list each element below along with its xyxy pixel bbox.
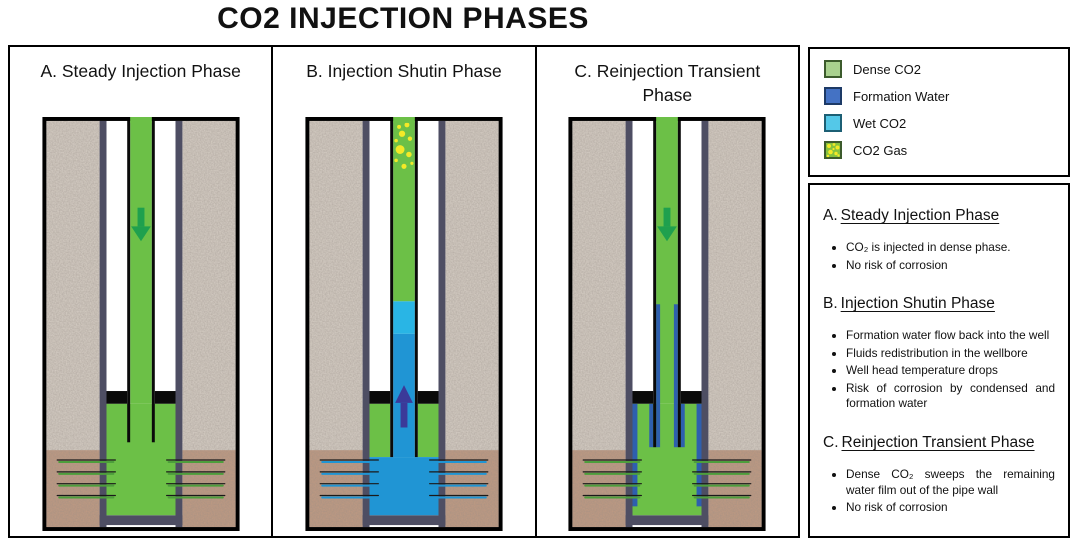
well-diagram-reinjection-transient [568,117,766,531]
wet-co2-swatch-icon [824,114,842,132]
casing [625,120,709,528]
bullet-item: Risk of corrosion by condensed and forma… [846,381,1055,412]
legend-label: CO2 Gas [853,142,908,158]
bullet-item: CO₂ is injected in dense phase. [846,240,1055,256]
bullet-item: Formation water flow back into the well [846,328,1055,344]
down-arrow-icon [657,207,678,242]
formation-water-swatch-icon [824,87,842,105]
bullet-list: CO₂ is injected in dense phase. No risk o… [823,240,1055,273]
well-diagram-steady-injection [42,117,240,531]
legend-item-dense-co2: Dense CO2 [824,60,1058,78]
phases-panel-group: A. Steady Injection Phase [8,45,800,538]
wet-co2-band [393,301,415,334]
bullet-list: Formation water flow back into the wellF… [823,328,1055,412]
dense-co2-below-packer [632,403,702,516]
formation-water-column [369,457,439,516]
bullet-item: Dense CO₂ sweeps the remaining water fil… [846,467,1055,498]
tubing [390,117,418,458]
casing [362,120,446,528]
legend-item-formation-water: Formation Water [824,87,1058,105]
perforations [319,459,489,499]
description-steady-injection: A.Steady Injection Phase CO₂ is injected… [823,207,1055,273]
legend-item-wet-co2: Wet CO2 [824,114,1058,132]
section-title: Injection Shutin Phase [840,295,995,313]
co2-gas-swatch-icon [824,141,842,159]
section-heading: C.Reinjection Transient Phase [823,434,1055,452]
section-title: Steady Injection Phase [840,207,1000,224]
bullet-item: No risk of corrosion [846,258,1055,274]
section-title: Reinjection Transient Phase [841,433,1035,451]
section-letter: B. [823,295,838,313]
panel-injection-shutin: B. Injection Shutin Phase [273,47,537,536]
well-diagram-injection-shutin [305,117,503,531]
packer [106,391,176,404]
annulus-fluids-below-packer [369,403,439,516]
rock-formation [572,120,762,528]
gas-bubbles [394,122,414,169]
panel-c-title: C. Reinjection Transient Phase [574,61,761,105]
dense-co2-below-packer [106,403,176,516]
perforations [56,459,226,499]
page-title: CO2 INJECTION PHASES [217,2,589,35]
down-arrow-icon [130,207,151,242]
section-letter: A. [823,207,838,224]
legend-item-co2-gas: CO2 Gas [824,141,1058,159]
tubing-walls [653,117,682,448]
legend: Dense CO2 Formation Water Wet CO2 CO2 Ga… [808,47,1070,177]
packer [632,391,702,404]
legend-label: Formation Water [853,88,950,104]
bullet-item: Fluids redistribution in the wellbore [846,346,1055,362]
panel-reinjection-transient: C. Reinjection Transient Phase [537,47,798,536]
legend-label: Wet CO2 [853,115,907,131]
rock-formation [309,120,499,528]
bullet-list: Dense CO₂ sweeps the remaining water fil… [823,467,1055,516]
legend-label: Dense CO2 [853,61,921,77]
perforations [582,459,752,499]
bullet-item: Well head temperature drops [846,363,1055,379]
section-heading: B.Injection Shutin Phase [823,295,1055,313]
dense-co2-swatch-icon [824,60,842,78]
section-letter: C. [823,433,839,451]
bullet-item: No risk of corrosion [846,500,1055,516]
description-reinjection-transient: C.Reinjection Transient Phase Dense CO₂ … [823,434,1055,516]
tubing [656,117,679,404]
panel-a-title: A. Steady Injection Phase [40,61,241,81]
up-arrow-icon [395,385,413,428]
section-heading: A.Steady Injection Phase [823,207,1055,225]
phase-descriptions: A.Steady Injection Phase CO₂ is injected… [808,183,1070,538]
tubing [126,117,155,443]
panel-b-title: B. Injection Shutin Phase [306,61,502,81]
description-injection-shutin: B.Injection Shutin Phase Formation water… [823,295,1055,412]
packer [369,391,439,404]
panel-steady-injection: A. Steady Injection Phase [10,47,274,536]
casing [99,120,183,528]
water-film [632,304,702,507]
